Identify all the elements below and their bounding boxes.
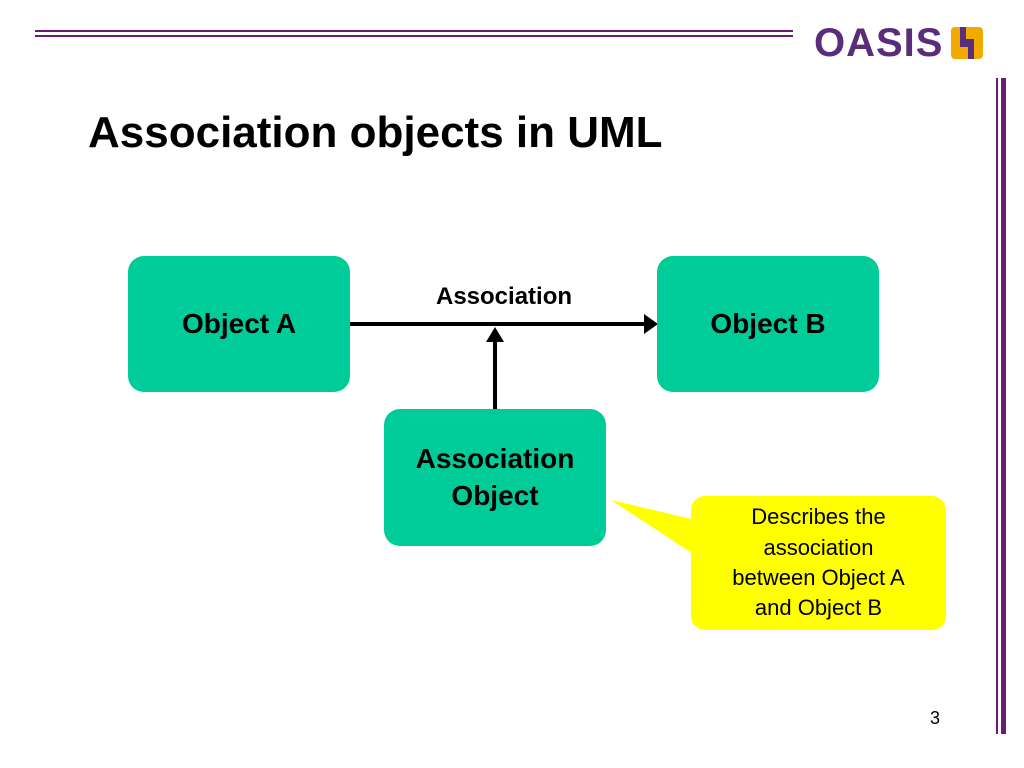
- page-title: Association objects in UML: [88, 108, 663, 157]
- association-object-label-line2: Object: [451, 479, 539, 511]
- header-rule-top: [35, 30, 793, 32]
- association-object-link-arrowhead: [486, 327, 504, 342]
- association-arrowhead: [644, 314, 658, 334]
- callout-text: Describes the association between Object…: [691, 496, 946, 630]
- logo-text: OASIS: [814, 21, 944, 65]
- callout-line-1: Describes the: [751, 504, 886, 530]
- object-a-label: Object A: [181, 307, 297, 339]
- page-number: 3: [929, 708, 940, 728]
- association-object-node: Association Object: [384, 409, 606, 546]
- callout-line-3: between Object A: [732, 565, 905, 590]
- object-b-node: Object B: [657, 256, 879, 392]
- object-b-label: Object B: [710, 307, 826, 339]
- object-a-node: Object A: [128, 256, 350, 392]
- side-rule-thin: [996, 78, 998, 734]
- callout-pointer: [611, 500, 696, 556]
- association-edge-label: Association: [435, 283, 573, 310]
- header-rule-bottom: [35, 35, 793, 37]
- oasis-logo-mark-icon: [951, 27, 984, 59]
- callout-line-4: and Object B: [754, 595, 883, 621]
- callout-line-2: association: [763, 534, 874, 560]
- oasis-logo: OASIS: [814, 22, 985, 64]
- side-rule-thick: [1001, 78, 1006, 734]
- association-object-label-line1: Association: [415, 443, 575, 475]
- callout-bubble: [691, 496, 946, 630]
